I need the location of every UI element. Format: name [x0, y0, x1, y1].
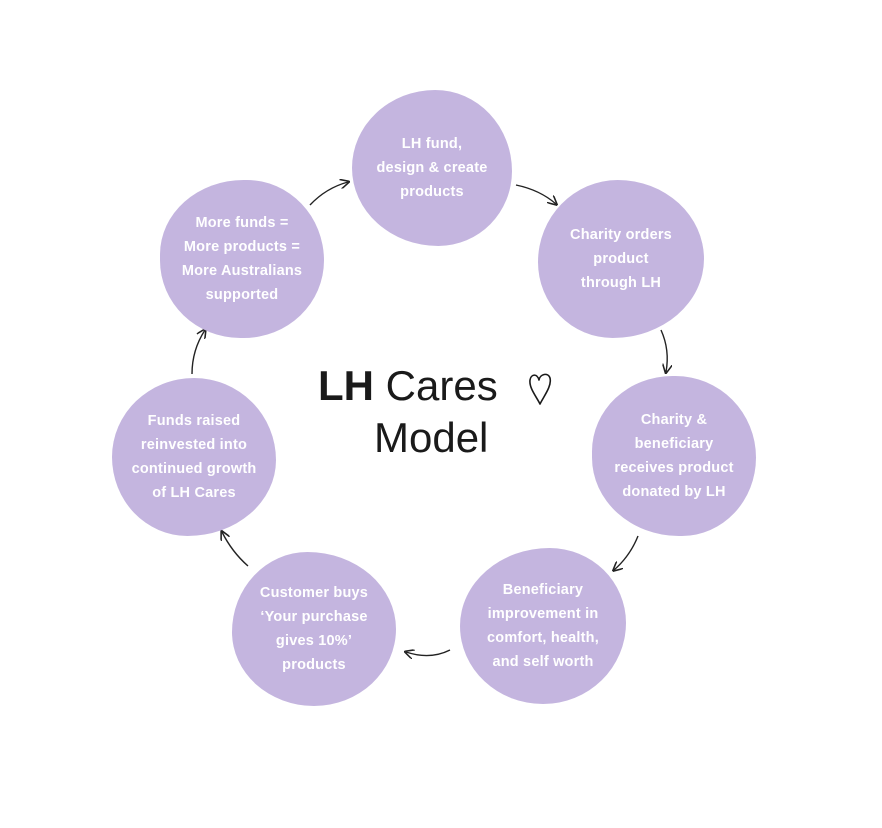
diagram-title: LH Cares Model [318, 360, 578, 464]
arrow-5-6 [222, 532, 249, 567]
step-label: More funds =More products =More Australi… [181, 215, 303, 303]
step-label-bold: LH [401, 136, 422, 152]
arrow-3-4 [614, 535, 639, 570]
arrow-4-5 [406, 650, 451, 656]
arrow-2-3 [660, 329, 667, 372]
title-bold: LH [318, 362, 374, 409]
step-7-blob: More funds =More products =More Australi… [160, 180, 324, 338]
arrow-7-1 [309, 182, 348, 206]
arrow-6-7 [191, 330, 205, 375]
step-label-bold: LH [641, 275, 662, 291]
heart-outline-icon [529, 373, 552, 405]
title-line2: Model [374, 414, 489, 461]
arrow-1-2 [515, 184, 556, 204]
title-rest: Cares [385, 362, 498, 409]
